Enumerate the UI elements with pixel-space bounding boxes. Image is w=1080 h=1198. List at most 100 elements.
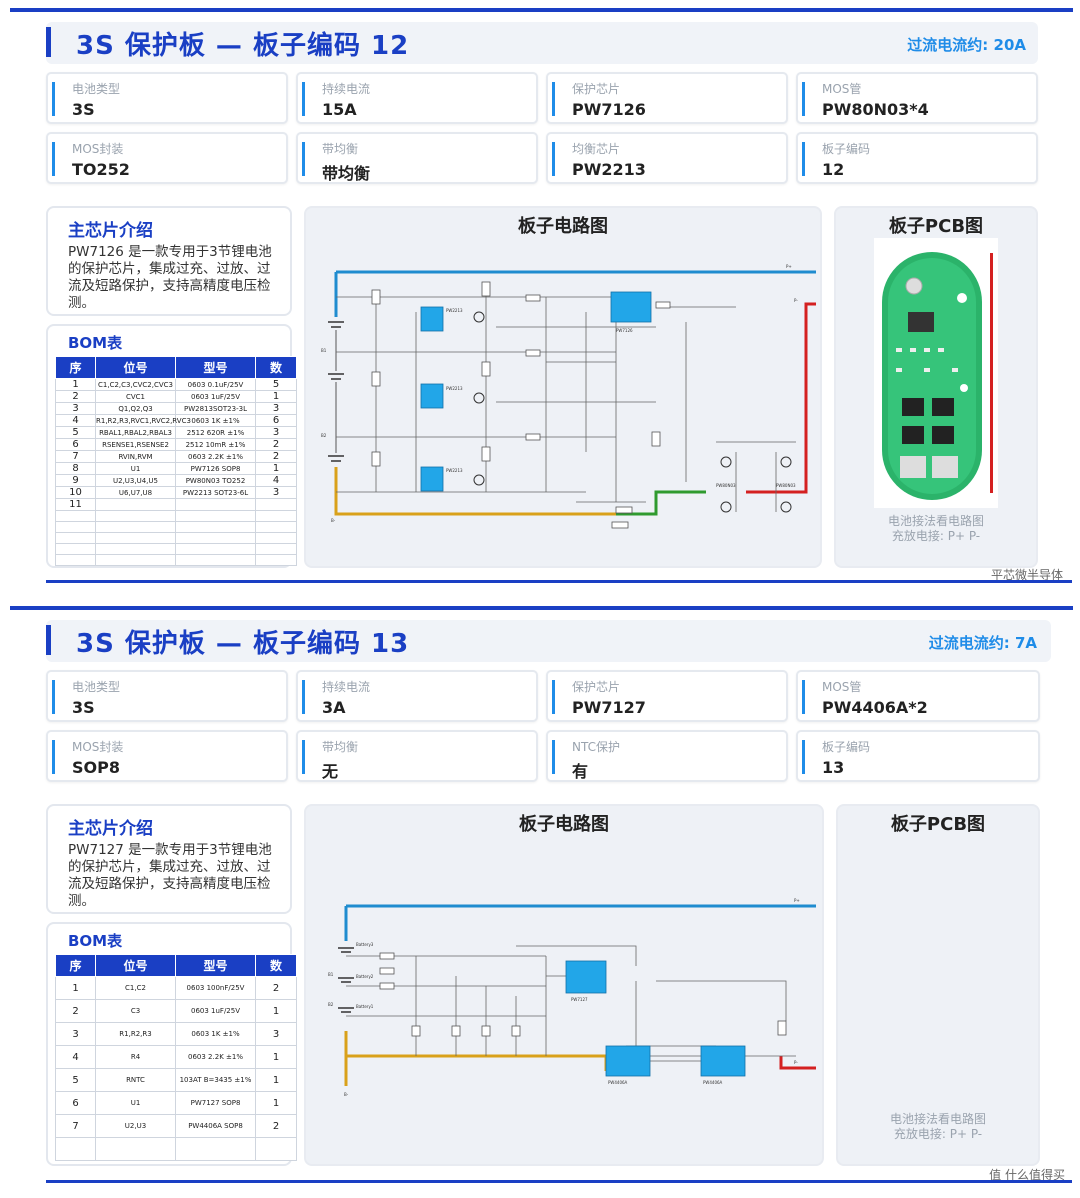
bom-cell: 5	[55, 426, 96, 439]
bom-cell: PW4406A SOP8	[175, 1114, 256, 1138]
circuit-panel: 板子电路图	[304, 206, 822, 568]
bom-cell: 9	[55, 474, 96, 487]
svg-text:B1: B1	[321, 348, 327, 353]
svg-text:P-: P-	[794, 1060, 798, 1065]
bom-cell: 0603 1uF/25V	[175, 390, 256, 403]
svg-text:PW4406A: PW4406A	[608, 1080, 628, 1085]
svg-text:PW7127: PW7127	[571, 997, 588, 1002]
bom-cell: U1	[95, 1091, 176, 1115]
bom-cell: 3	[255, 426, 297, 439]
bom-cell: 1	[255, 390, 297, 403]
top-divider	[10, 8, 1073, 12]
svg-text:P-: P-	[794, 298, 798, 303]
pcb-panel: 板子PCB图 电池接法看电路图 充放电接: P+ P-	[836, 804, 1040, 1166]
svg-text:P+: P+	[794, 898, 800, 903]
bom-cell: U1	[95, 462, 176, 475]
svg-text:Battery1: Battery1	[356, 1004, 374, 1009]
bom-cell	[255, 498, 297, 511]
bom-cell: U2,U3	[95, 1114, 176, 1138]
bom-cell: PW80N03 TO252	[175, 474, 256, 487]
bom-cell: 1	[55, 976, 96, 1000]
bom-cell: 4	[255, 474, 297, 487]
chip-intro-title: 主芯片介绍	[68, 819, 153, 839]
bom-cell: 103AT B=3435 ±1%	[175, 1068, 256, 1092]
bom-cell: 5	[55, 1068, 96, 1092]
bom-cell: R1,R2,R3,RVC1,RVC2,RVC3	[95, 414, 191, 427]
pcb-title: 板子PCB图	[888, 216, 984, 237]
svg-text:PW2213: PW2213	[446, 468, 463, 473]
pcb-note-terminals: 充放电接: P+ P-	[893, 1127, 983, 1141]
bottom-divider	[46, 1180, 1072, 1183]
bom-title: BOM表	[68, 334, 123, 352]
bom-header-row: 序 位号 型号 数	[55, 954, 297, 977]
bom-cell: 0603 2.2K ±1%	[175, 450, 256, 463]
bom-cell: R4	[95, 1045, 176, 1069]
chip-intro-text: PW7126 是一款专用于3节锂电池的保护芯片，集成过充、过放、过流及短路保护，…	[68, 244, 272, 311]
top-divider	[10, 606, 1073, 610]
pcb-image	[874, 238, 998, 508]
circuit-title: 板子电路图	[519, 814, 609, 835]
bom-cell: 1	[255, 1045, 297, 1069]
bom-cell: Q1,Q2,Q3	[95, 402, 176, 415]
bom-cell: 0603 2.2K ±1%	[175, 1045, 256, 1069]
bom-cell: 4	[55, 414, 96, 427]
bom-cell: 2512 10mR ±1%	[175, 438, 256, 451]
bom-cell: R1,R2,R3	[95, 1022, 176, 1046]
bom-cell: 0603 1K ±1%	[175, 414, 256, 427]
bom-cell: 3	[55, 1022, 96, 1046]
bom-cell: 2	[55, 999, 96, 1023]
bom-cell: PW2813SOT23-3L	[175, 402, 256, 415]
bom-empty-row	[55, 521, 297, 533]
bom-cell: 2	[55, 390, 96, 403]
bom-cell: 1	[255, 1068, 297, 1092]
bom-cell: 3	[255, 486, 297, 499]
bom-empty-row	[55, 532, 297, 544]
pcb-note-terminals: 充放电接: P+ P-	[891, 529, 981, 543]
bom-cell: 1	[255, 1091, 297, 1115]
bom-cell: RNTC	[95, 1068, 176, 1092]
circuit-panel: 板子电路图	[304, 804, 824, 1166]
bom-cell: PW7126 SOP8	[175, 462, 256, 475]
watermark-text: 值 什么值得买	[989, 1168, 1065, 1182]
overcurrent-value: 过流电流约: 20A	[907, 36, 1026, 54]
bom-cell: 6	[55, 1091, 96, 1115]
svg-text:PW2213: PW2213	[446, 308, 463, 313]
bom-cell: 0603 1uF/25V	[175, 999, 256, 1023]
board-title: 3S 保护板 — 板子编码 13	[76, 629, 410, 659]
bom-cell: 2	[255, 438, 297, 451]
bom-cell: U2,U3,U4,U5	[95, 474, 176, 487]
bom-cell: 8	[55, 462, 96, 475]
chip-intro-text: PW7127 是一款专用于3节锂电池的保护芯片，集成过充、过放、过流及短路保护，…	[68, 842, 272, 909]
bom-cell: RVIN,RVM	[95, 450, 176, 463]
bom-header-row: 序 位号 型号 数	[55, 356, 297, 379]
header-accent-mark	[46, 625, 51, 655]
svg-text:PW4406A: PW4406A	[703, 1080, 723, 1085]
bom-cell	[175, 498, 256, 511]
svg-text:B1: B1	[328, 972, 334, 977]
